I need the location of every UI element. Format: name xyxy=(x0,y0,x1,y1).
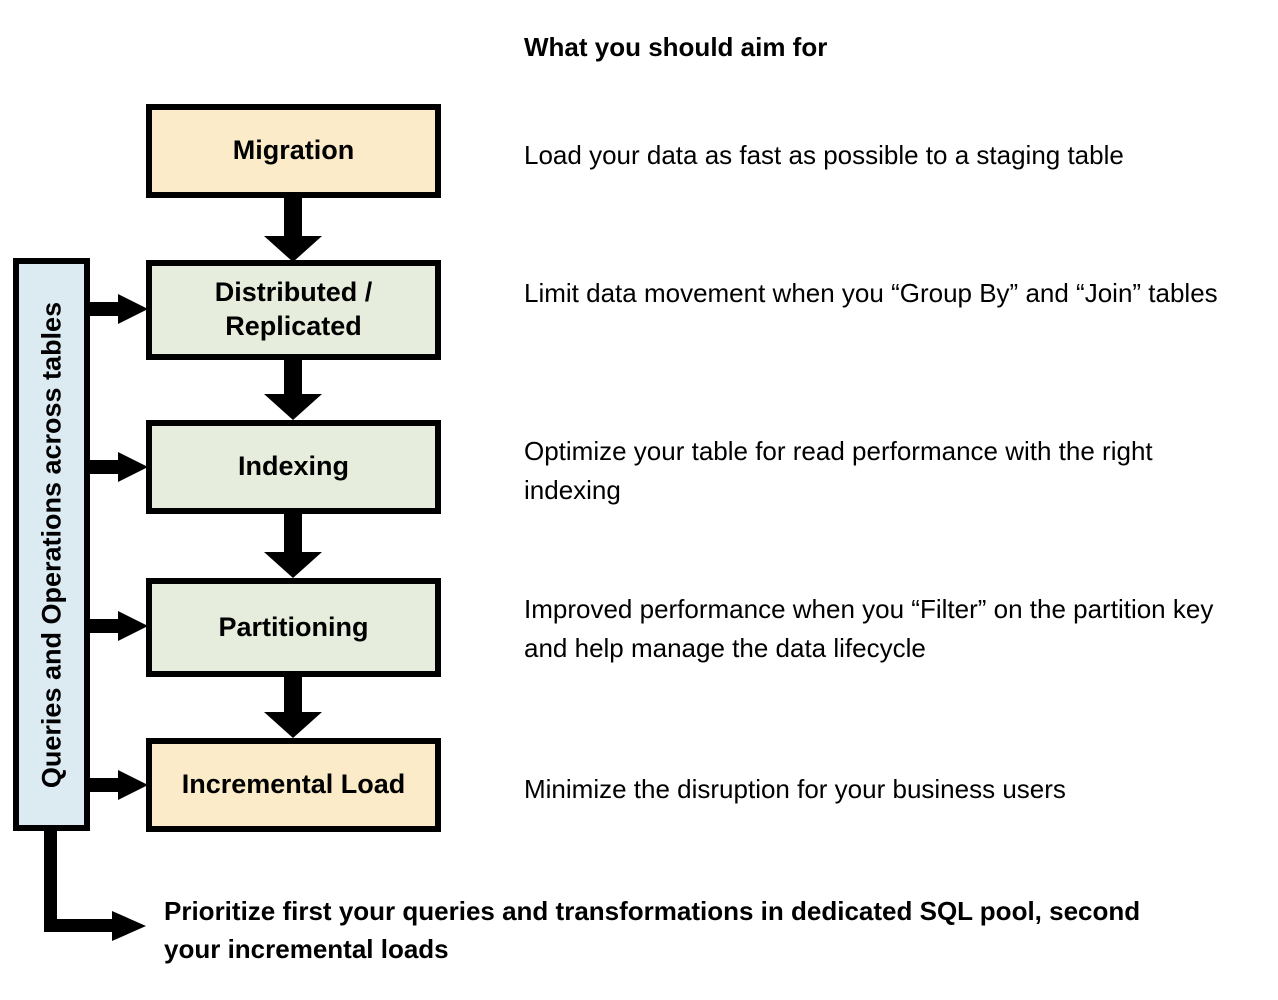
stage-box-migration[interactable]: Migration xyxy=(146,104,441,198)
arrow-sidebar-to-partitioning xyxy=(90,611,148,641)
stage-box-partitioning[interactable]: Partitioning xyxy=(146,578,441,677)
arrow-sidebar-to-footer xyxy=(44,831,146,941)
stage-label-migration: Migration xyxy=(232,135,355,166)
arrow-partitioning-to-incremental xyxy=(264,677,322,738)
page-title: What you should aim for xyxy=(524,32,828,62)
description-partitioning: Improved performance when you “Filter” o… xyxy=(524,594,1214,663)
footer-note: Prioritize first your queries and transf… xyxy=(164,896,1141,964)
stage-label-partitioning: Partitioning xyxy=(218,611,369,642)
arrow-sidebar-to-indexing xyxy=(90,452,148,482)
stage-label-incremental-load: Incremental Load xyxy=(181,769,406,800)
stage-label-distributed-replicated: Distributed / Replicated xyxy=(215,276,373,344)
stage-label-indexing: Indexing xyxy=(237,451,349,482)
description-indexing: Optimize your table for read performance… xyxy=(524,436,1153,505)
arrow-sidebar-to-distributed xyxy=(90,294,148,324)
arrow-indexing-to-partitioning xyxy=(264,514,322,578)
stage-label-line-1: Distributed / xyxy=(214,277,373,308)
stage-box-incremental-load[interactable]: Incremental Load xyxy=(146,738,441,832)
description-incremental-load: Minimize the disruption for your busines… xyxy=(524,774,1066,804)
stage-box-indexing[interactable]: Indexing xyxy=(146,420,441,514)
stage-label-line-2: Replicated xyxy=(225,311,362,341)
arrow-sidebar-to-incremental xyxy=(90,770,148,800)
arrow-migration-to-distributed xyxy=(264,198,322,262)
sidebar-queries-operations[interactable]: Queries and Operations across tables xyxy=(13,258,90,831)
arrow-distributed-to-indexing xyxy=(264,360,322,420)
stage-box-distributed-replicated[interactable]: Distributed / Replicated xyxy=(146,260,441,360)
description-distributed-replicated: Limit data movement when you “Group By” … xyxy=(524,278,1218,308)
description-migration: Load your data as fast as possible to a … xyxy=(524,140,1124,170)
sidebar-label: Queries and Operations across tables xyxy=(36,301,66,788)
